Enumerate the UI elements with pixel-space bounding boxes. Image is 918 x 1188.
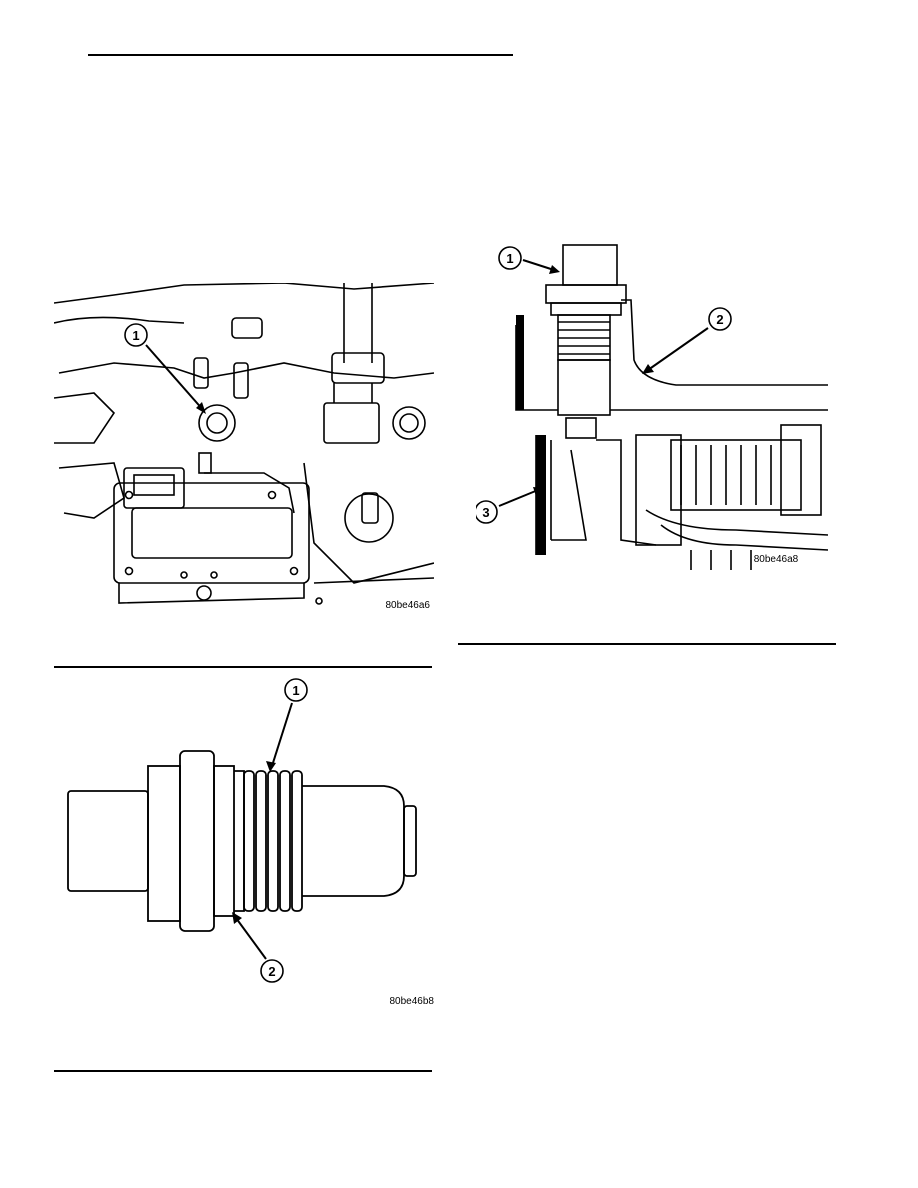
figure-3-code: 80be46b8 [390, 996, 435, 1006]
figure-3-callout-2: 2 [268, 964, 275, 979]
figure-3-callout-1: 1 [292, 683, 299, 698]
figure-sensor-cutaway: 1 2 3 80be46a8 [476, 240, 828, 570]
figure-2-callout-3: 3 [482, 505, 489, 520]
figure-2-code: 80be46a8 [754, 554, 799, 565]
figure-1-callout-1: 1 [132, 328, 139, 343]
figure-2-callout-2: 2 [716, 312, 723, 327]
sensor-on-transmission-icon: 1 80be46a6 [54, 283, 434, 611]
figure-sensor-detail: 1 2 80be46b8 [54, 676, 434, 1006]
figure-2-callout-1: 1 [506, 251, 513, 266]
header-rule [88, 54, 513, 56]
figure-2-separator [458, 643, 836, 645]
figure-1-separator [54, 666, 432, 668]
figure-3-separator [54, 1070, 432, 1072]
figure-1-code: 80be46a6 [386, 600, 431, 611]
figure-sensor-location: 1 80be46a6 [54, 283, 434, 613]
sensor-cutaway-icon: 1 2 3 80be46a8 [476, 244, 828, 570]
sensor-detail-icon: 1 2 80be46b8 [67, 678, 435, 1006]
